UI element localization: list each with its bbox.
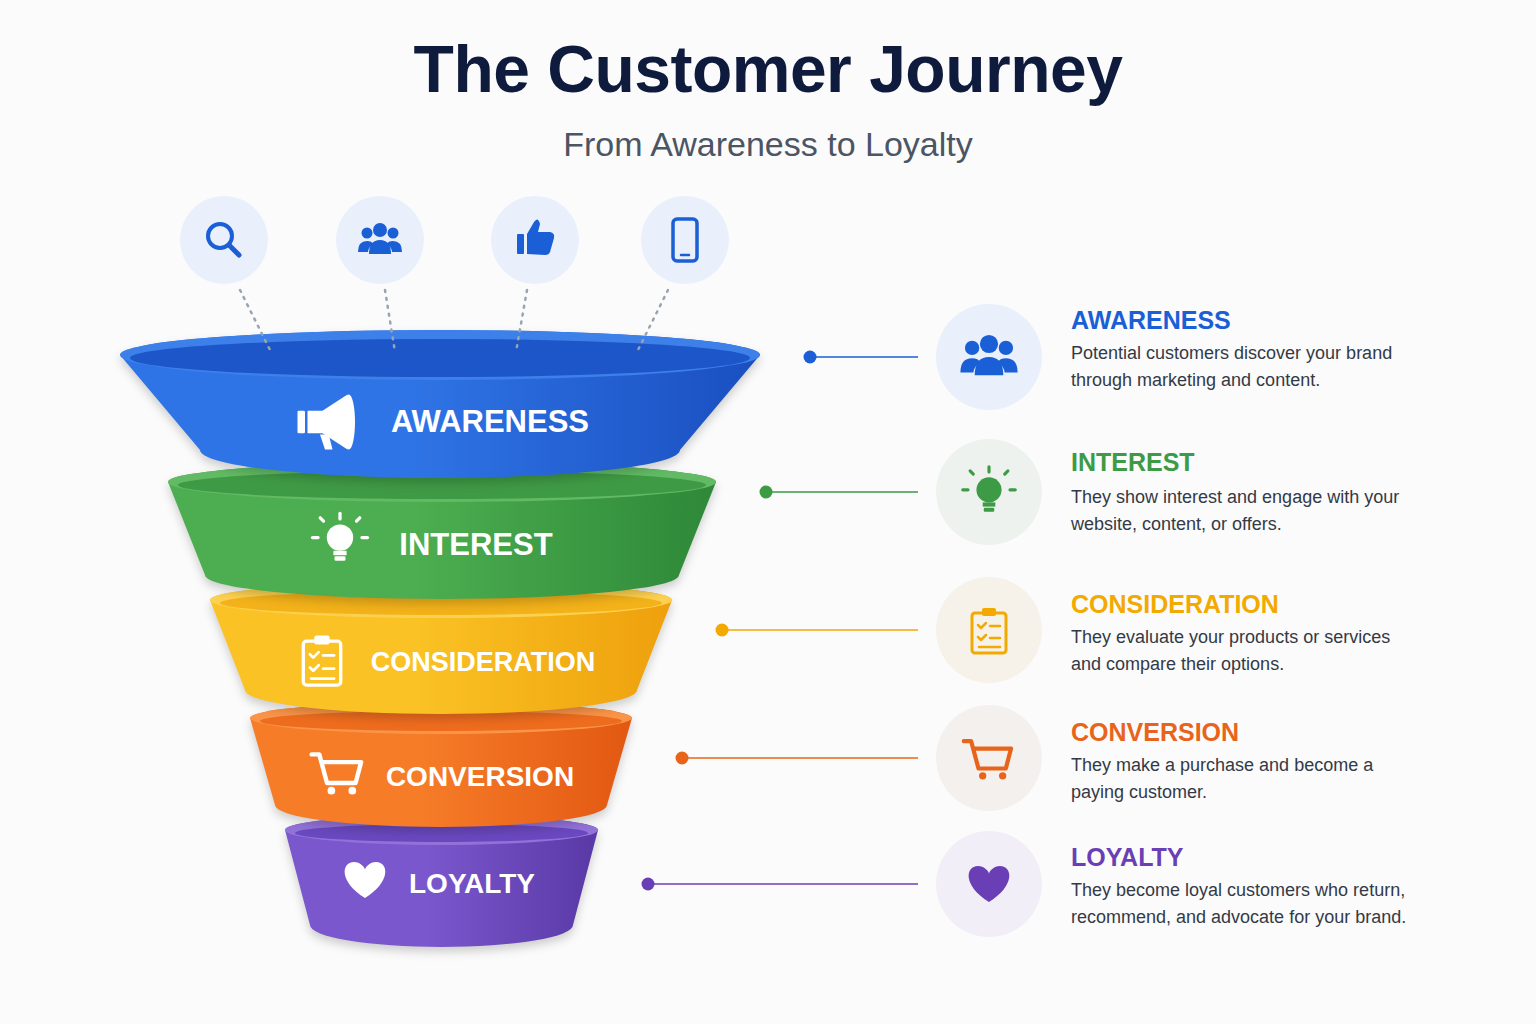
funnel-band-rim [168, 462, 716, 502]
search-icon [208, 224, 239, 255]
cart-icon [964, 741, 1011, 779]
stage-heading: CONSIDERATION [1071, 588, 1279, 620]
thumbs-up-icon [517, 219, 554, 255]
dotted-line [637, 290, 668, 352]
stage-description: INTERESTThey show interest and engage wi… [936, 439, 1042, 545]
leader-line [766, 491, 918, 493]
stage-label: CONVERSION [386, 760, 574, 794]
dotted-line [385, 290, 395, 352]
clipboard-icon [972, 608, 1006, 653]
heart-icon [345, 862, 386, 898]
people-icon [960, 335, 1017, 375]
icon-circle-fill [936, 304, 1042, 410]
stage-heading: CONVERSION [1071, 716, 1239, 748]
leader-line [722, 629, 918, 631]
stage-label: INTEREST [399, 526, 552, 563]
icon-circle-fill [936, 831, 1042, 937]
stage-description: CONSIDERATIONThey evaluate your products… [936, 577, 1042, 683]
funnel-band-opening [260, 711, 622, 731]
icon-circle [641, 196, 729, 284]
funnel-band-body [250, 702, 632, 827]
phone-icon [673, 219, 697, 261]
stage-description: CONVERSIONThey make a purchase and becom… [936, 705, 1042, 811]
stage-description-text: They make a purchase and become a paying… [1071, 752, 1416, 806]
icon-circle-fill [936, 705, 1042, 811]
stage-label: AWARENESS [391, 403, 589, 440]
funnel-band-body [168, 462, 716, 599]
icon-circle [491, 196, 579, 284]
leader-connector [676, 752, 919, 765]
leader-dot [642, 878, 655, 891]
lightbulb-icon [313, 513, 368, 560]
page-subtitle: From Awareness to Loyalty [0, 124, 1536, 165]
funnel-band-rim [285, 815, 598, 845]
stage-description-text: Potential customers discover your brand … [1071, 340, 1416, 394]
page-title: The Customer Journey [0, 30, 1536, 109]
leader-dot [716, 624, 729, 637]
leader-line [682, 757, 918, 759]
funnel-stage: LOYALTY [285, 815, 598, 947]
icon-circle [936, 577, 1042, 683]
leader-dot [804, 351, 817, 364]
icon-circle [936, 304, 1042, 410]
lightbulb-icon [963, 467, 1016, 512]
stage-heading: INTEREST [1071, 446, 1195, 478]
funnel-band-rim [120, 330, 760, 380]
funnel-stage: AWARENESS [120, 330, 760, 478]
icon-circle [936, 831, 1042, 937]
stage-label: CONSIDERATION [371, 646, 596, 678]
icon-circle [180, 196, 268, 284]
leader-connector [804, 351, 919, 364]
dotted-line [240, 290, 270, 350]
stage-description: LOYALTYThey become loyal customers who r… [936, 831, 1042, 937]
funnel-stage: CONVERSION [250, 702, 632, 827]
stage-description-text: They show interest and engage with your … [1071, 484, 1416, 538]
funnel-band-rim [210, 582, 672, 618]
funnel-band-opening [295, 824, 588, 842]
leader-connector [716, 624, 919, 637]
band-icons [298, 395, 386, 899]
funnel-band-body [120, 330, 760, 478]
leader-dot [676, 752, 689, 765]
funnel-band-opening [178, 471, 706, 499]
dotted-line [516, 290, 527, 352]
leader-line [648, 883, 918, 885]
funnel-band-body [210, 582, 672, 714]
cart-icon [312, 754, 362, 794]
icon-circle [336, 196, 424, 284]
funnel-band-opening [130, 339, 750, 377]
clipboard-icon [303, 636, 340, 686]
leader-line [810, 356, 918, 358]
icon-circle [936, 439, 1042, 545]
funnel-band-shape [120, 330, 760, 478]
icon-circle-fill [936, 577, 1042, 683]
stage-description-text: They become loyal customers who return, … [1071, 877, 1416, 931]
stage-description: AWARENESSPotential customers discover yo… [936, 304, 1042, 410]
channel-dotted-lines [240, 290, 668, 352]
stage-heading: AWARENESS [1071, 304, 1231, 336]
funnel-stage: CONSIDERATION [210, 582, 672, 714]
megaphone-icon [298, 395, 356, 450]
funnel-stage: INTEREST [168, 462, 716, 599]
icon-circle [936, 705, 1042, 811]
people-icon [358, 223, 402, 254]
icon-circle-fill [936, 439, 1042, 545]
leader-connector [642, 878, 919, 891]
leader-connector [760, 486, 919, 499]
description-icons [960, 335, 1017, 902]
stage-label: LOYALTY [409, 867, 535, 901]
heart-icon [969, 866, 1010, 902]
stage-description-text: They evaluate your products or services … [1071, 624, 1416, 678]
funnel-band-body [285, 815, 598, 947]
channel-icons [180, 196, 729, 284]
stage-heading: LOYALTY [1071, 841, 1184, 873]
funnel-band-rim [250, 702, 632, 734]
leader-dot [760, 486, 773, 499]
funnel-band-opening [220, 591, 662, 615]
